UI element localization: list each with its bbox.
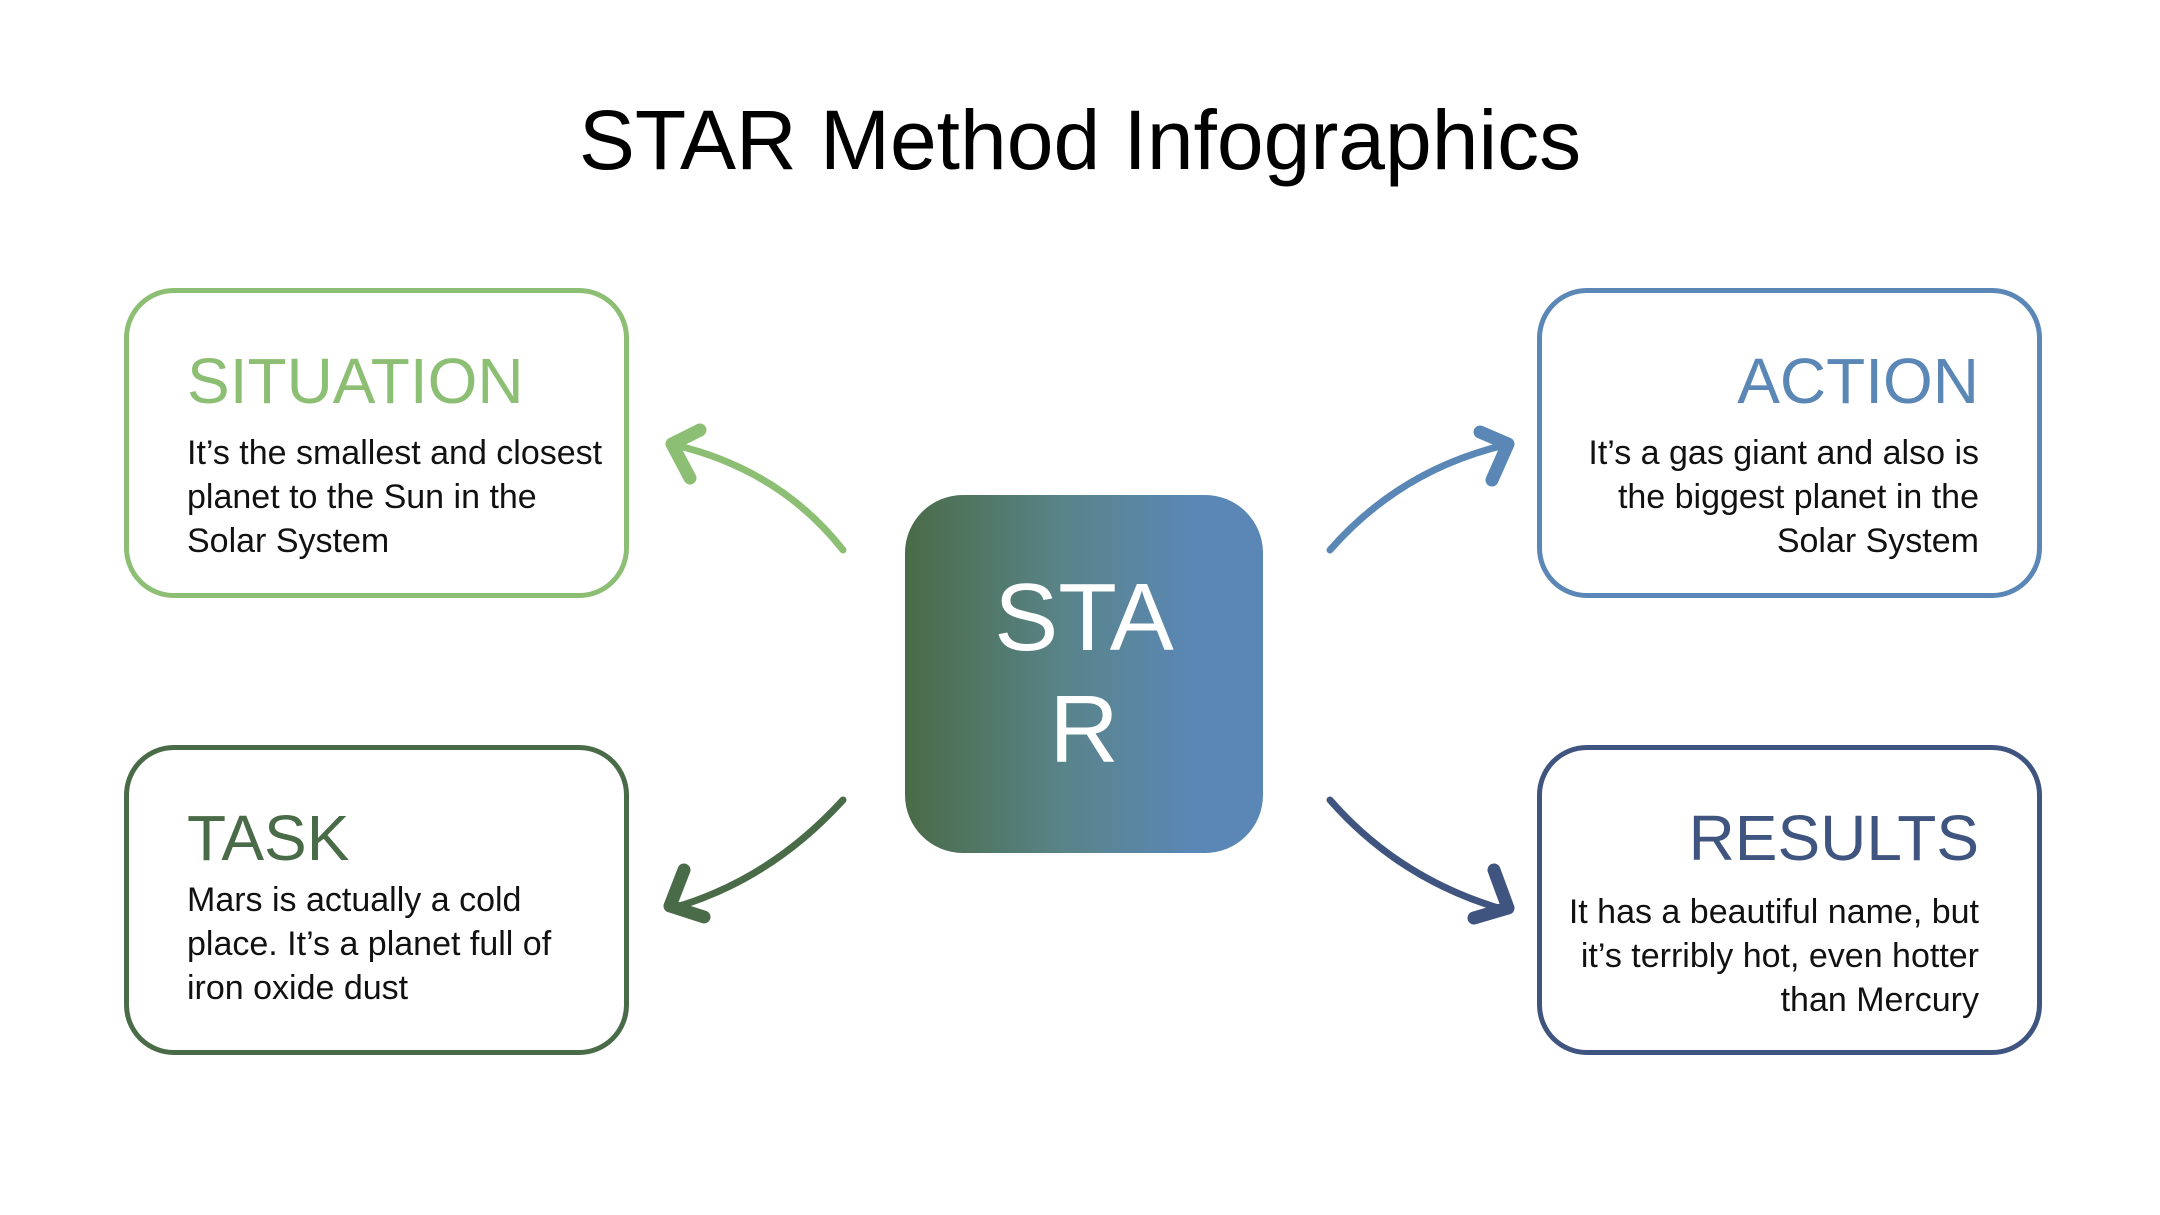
- task-description: Mars is actually a cold place. It’s a pl…: [187, 881, 552, 1007]
- arrow-to-action: [1326, 425, 1515, 554]
- star-center-box: STAR: [905, 495, 1263, 853]
- results-title: RESULTS: [1688, 802, 1979, 874]
- situation-card: SITUATION It’s the smallest and closest …: [124, 288, 629, 598]
- situation-title: SITUATION: [187, 345, 524, 417]
- results-description: It has a beautiful name, but it’s terrib…: [1568, 893, 1979, 1019]
- situation-description: It’s the smallest and closest planet to …: [187, 434, 603, 560]
- arrow-to-situation: [665, 423, 847, 554]
- arrow-to-results: [1326, 796, 1515, 925]
- action-card: ACTION It’s a gas giant and also is the …: [1537, 288, 2042, 598]
- task-card: TASK Mars is actually a cold place. It’s…: [124, 745, 629, 1055]
- action-description: It’s a gas giant and also is the biggest…: [1588, 434, 1979, 560]
- action-title: ACTION: [1737, 345, 1979, 417]
- arrow-to-task: [663, 796, 847, 924]
- page-title: STAR Method Infographics: [578, 93, 1582, 187]
- results-card: RESULTS It has a beautiful name, but it’…: [1537, 745, 2042, 1055]
- task-title: TASK: [187, 802, 350, 874]
- star-center-label: STAR: [994, 564, 1174, 783]
